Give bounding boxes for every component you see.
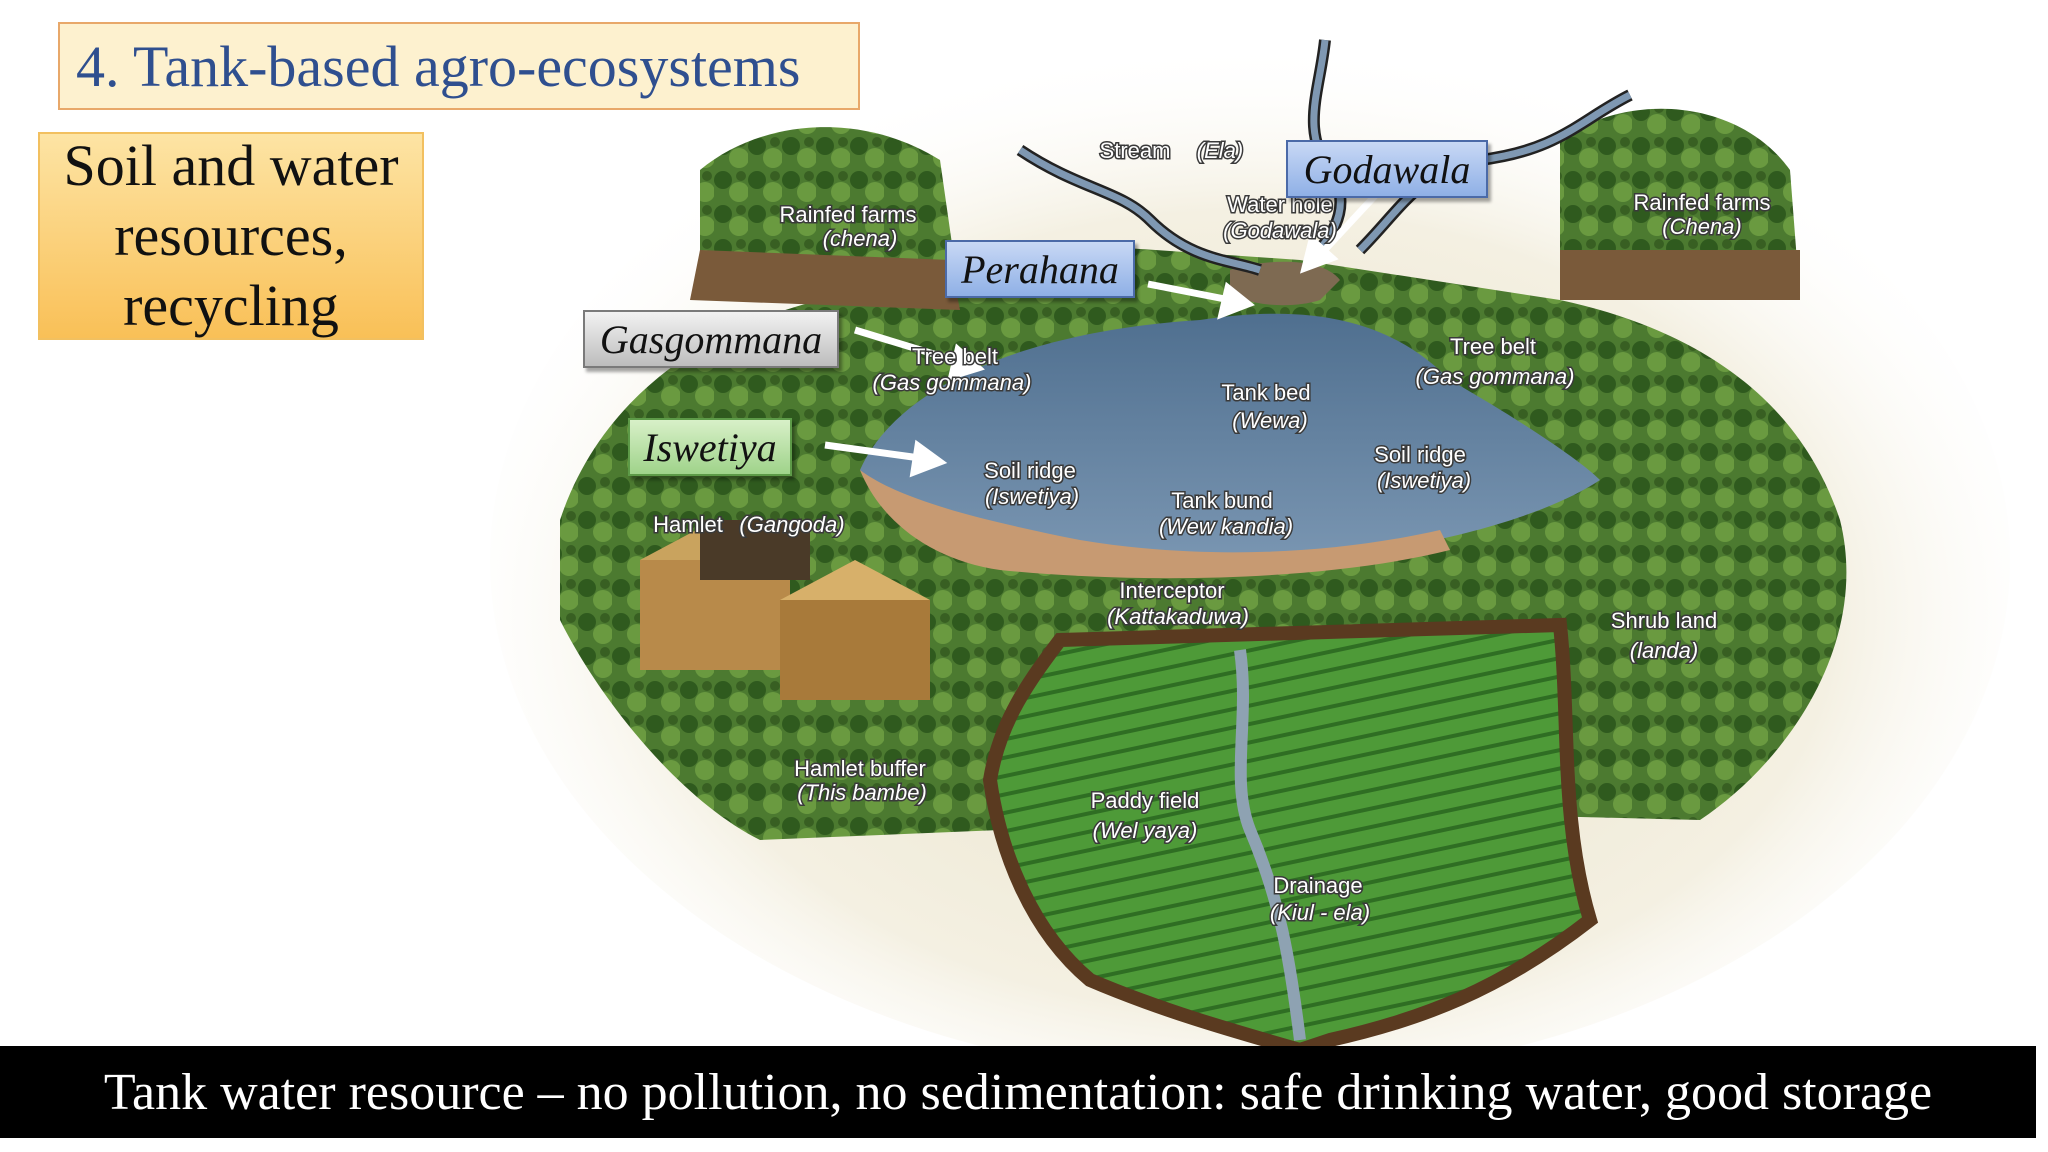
label-soil-ridge-left: Soil ridge	[984, 458, 1076, 483]
caption-bar: Tank water resource – no pollution, no s…	[0, 1046, 2036, 1138]
label-rainfed-right-local: (Chena)	[1662, 214, 1741, 239]
label-tree-belt-left-local: (Gas gommana)	[873, 370, 1032, 395]
term-box-gasgommana: Gasgommana	[583, 310, 839, 368]
label-hamlet: Hamlet	[653, 512, 723, 537]
slide-title: 4. Tank-based agro-ecosystems	[58, 22, 860, 110]
hamlet-area	[640, 520, 930, 700]
topic-box: Soil and water resources, recycling	[38, 132, 424, 340]
label-water-hole-local: (Godawala)	[1223, 218, 1337, 243]
label-hamlet-buffer-local: (This bambe)	[797, 780, 927, 805]
slide-title-text: 4. Tank-based agro-ecosystems	[76, 33, 801, 99]
term-gasgommana-text: Gasgommana	[599, 316, 823, 362]
pointer-arrows	[824, 182, 1388, 478]
label-shrub-land: Shrub land	[1611, 608, 1717, 633]
term-godawala-text: Godawala	[1303, 146, 1471, 192]
label-tree-belt-right-local: (Gas gommana)	[1416, 364, 1575, 389]
term-box-godawala: Godawala	[1286, 140, 1488, 198]
label-rainfed-left: Rainfed farms	[780, 202, 917, 227]
label-shrub-land-local: (landa)	[1630, 638, 1698, 663]
paddy-field	[982, 617, 1599, 1058]
label-drainage: Drainage	[1273, 873, 1362, 898]
label-tree-belt-left: Tree belt	[912, 344, 998, 369]
label-paddy-field-local: (Wel yaya)	[1093, 818, 1198, 843]
label-hamlet-buffer: Hamlet buffer	[794, 756, 926, 781]
term-iswetiya-text: Iswetiya	[643, 424, 777, 470]
topic-text: Soil and water resources, recycling	[63, 133, 399, 338]
label-stream: Stream	[1100, 138, 1171, 163]
label-hamlet-local: (Gangoda)	[739, 512, 844, 537]
label-tank-bed-local: (Wewa)	[1232, 408, 1307, 433]
label-soil-ridge-right: Soil ridge	[1374, 442, 1466, 467]
label-tank-bund-local: (Wew kandia)	[1159, 514, 1293, 539]
label-drainage-local: (Kiul - ela)	[1270, 900, 1370, 925]
term-box-iswetiya: Iswetiya	[628, 418, 792, 476]
label-tank-bund: Tank bund	[1171, 488, 1273, 513]
label-soil-ridge-right-local: (Iswetiya)	[1377, 468, 1471, 493]
term-box-perahana: Perahana	[945, 240, 1135, 298]
label-rainfed-right: Rainfed farms	[1634, 190, 1771, 215]
label-interceptor-local: (Kattakaduwa)	[1107, 604, 1249, 629]
caption-text: Tank water resource – no pollution, no s…	[103, 1063, 1933, 1121]
label-interceptor: Interceptor	[1119, 578, 1224, 603]
label-paddy-field: Paddy field	[1091, 788, 1200, 813]
label-tank-bed: Tank bed	[1221, 380, 1310, 405]
label-rainfed-left-local: (chena)	[823, 226, 898, 251]
map-labels: Stream (Ela) Water hole (Godawala) Rainf…	[652, 137, 1772, 927]
label-tree-belt-right: Tree belt	[1450, 334, 1536, 359]
term-perahana-text: Perahana	[961, 246, 1119, 292]
label-stream-local: (Ela)	[1197, 138, 1243, 163]
label-soil-ridge-left-local: (Iswetiya)	[985, 484, 1079, 509]
